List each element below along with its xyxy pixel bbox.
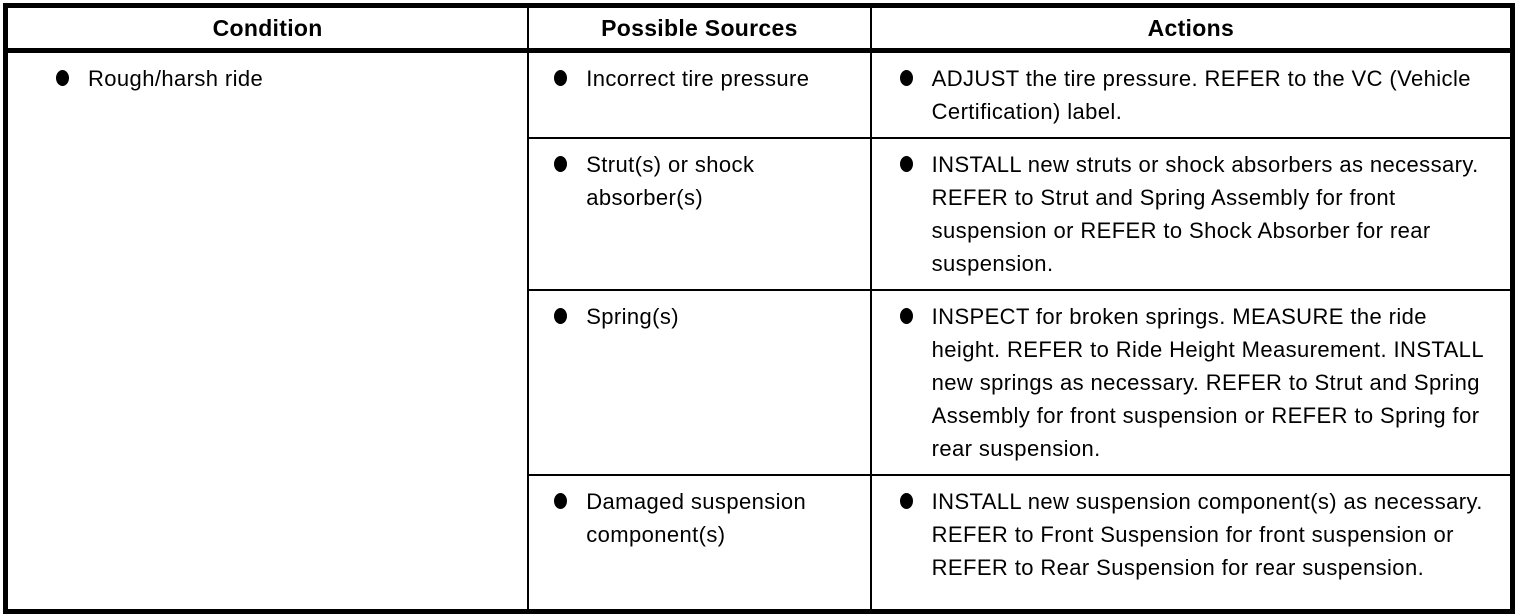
symptom-chart-page: Condition Possible Sources Actions Rough…	[3, 3, 1515, 614]
condition-item: Rough/harsh ride	[56, 62, 515, 95]
source-item: Strut(s) or shock absorber(s)	[554, 148, 861, 214]
source-text: Incorrect tire pressure	[586, 66, 810, 91]
symptom-chart-table: Condition Possible Sources Actions Rough…	[3, 3, 1515, 614]
bullet-icon	[899, 70, 913, 86]
source-text: Spring(s)	[586, 304, 680, 329]
bullet-icon	[899, 156, 913, 172]
bullet-icon	[554, 308, 568, 324]
action-item: INSTALL new suspension component(s) as n…	[899, 485, 1496, 584]
bullet-icon	[899, 493, 913, 509]
source-text: Damaged suspension component(s)	[586, 489, 807, 547]
action-text: INSTALL new suspension component(s) as n…	[931, 489, 1483, 580]
action-cell: INSTALL new suspension component(s) as n…	[869, 474, 1513, 611]
action-cell: INSTALL new struts or shock absorbers as…	[869, 137, 1513, 290]
source-text: Strut(s) or shock absorber(s)	[586, 152, 755, 210]
header-possible-sources: Possible Sources	[527, 5, 871, 53]
source-item: Damaged suspension component(s)	[554, 485, 861, 551]
action-item: ADJUST the tire pressure. REFER to the V…	[899, 62, 1496, 128]
table-row: Spring(s) INSPECT for broken springs. ME…	[6, 289, 1513, 475]
action-item: INSPECT for broken springs. MEASURE the …	[899, 300, 1496, 465]
bullet-icon	[554, 70, 568, 86]
action-text: INSTALL new struts or shock absorbers as…	[931, 152, 1479, 276]
table-row: Rough/harsh ride Incorrect tire pressure…	[5, 49, 1513, 611]
bullet-icon	[554, 156, 568, 172]
source-cell: Incorrect tire pressure	[527, 49, 871, 138]
source-item: Spring(s)	[554, 300, 861, 333]
bullet-icon	[56, 70, 69, 86]
condition-text: Rough/harsh ride	[88, 66, 264, 91]
source-cell: Strut(s) or shock absorber(s)	[527, 137, 871, 290]
source-item: Incorrect tire pressure	[554, 62, 861, 95]
action-cell: INSPECT for broken springs. MEASURE the …	[869, 289, 1513, 475]
source-cell: Spring(s)	[527, 289, 871, 475]
action-cell: ADJUST the tire pressure. REFER to the V…	[869, 49, 1513, 138]
source-cell: Damaged suspension component(s)	[527, 474, 871, 611]
header-condition: Condition	[5, 5, 529, 53]
bullet-icon	[554, 493, 568, 509]
header-actions: Actions	[869, 5, 1513, 53]
condition-cell: Rough/harsh ride	[5, 49, 529, 611]
table-row: Strut(s) or shock absorber(s) INSTALL ne…	[6, 137, 1513, 290]
action-text: ADJUST the tire pressure. REFER to the V…	[931, 66, 1471, 124]
action-item: INSTALL new struts or shock absorbers as…	[899, 148, 1496, 280]
table-header-row: Condition Possible Sources Actions	[5, 5, 1513, 53]
action-text: INSPECT for broken springs. MEASURE the …	[931, 304, 1484, 461]
bullet-icon	[899, 308, 913, 324]
